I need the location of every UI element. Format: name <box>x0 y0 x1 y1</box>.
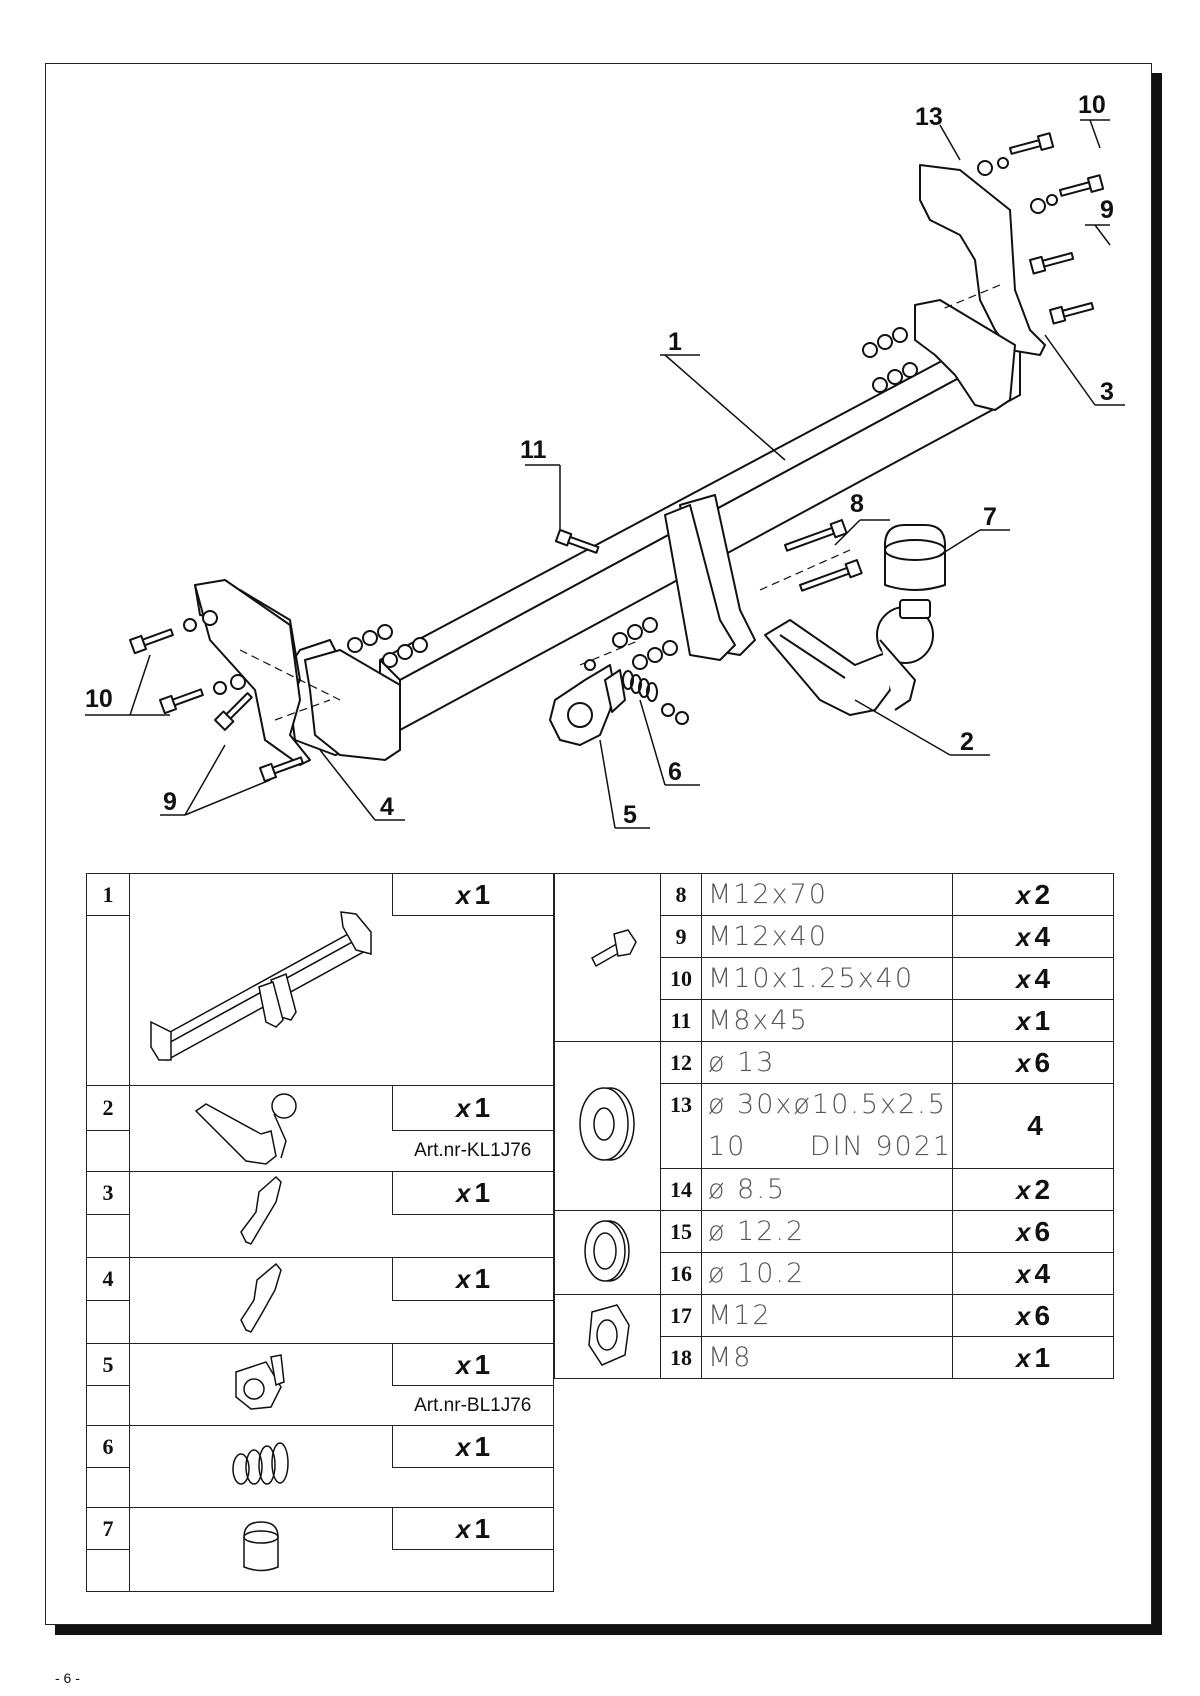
callout-10-right: 10 <box>1078 91 1106 119</box>
part-number: 5 <box>86 1343 130 1386</box>
callout-11: 11 <box>520 436 547 464</box>
socket-plate-icon <box>129 1343 393 1426</box>
leader-lines <box>85 119 1125 829</box>
assembly-lines <box>239 284 1001 721</box>
fastener-spec: ø 12.2 <box>700 1210 954 1253</box>
callout-9-left: 9 <box>163 788 177 816</box>
fastener-number: 14 <box>659 1168 702 1211</box>
bolt-icon <box>554 873 661 1042</box>
bracket-right-icon <box>129 1171 393 1258</box>
fastener-spec: M8 <box>700 1336 954 1379</box>
page-number: - 6 - <box>55 1670 80 1686</box>
fastener-spec: M10x1.25x40 <box>700 957 954 1000</box>
fastener-number: 18 <box>659 1336 702 1379</box>
part-number: 1 <box>86 873 130 916</box>
callout-3: 3 <box>1100 378 1114 406</box>
fastener-spec: ø 10.2 <box>700 1252 954 1295</box>
fastener-spec: ø 8.5 <box>700 1168 954 1211</box>
fastener-number: 12 <box>659 1041 702 1084</box>
crossbar-icon <box>129 873 393 1086</box>
part-number: 2 <box>86 1084 130 1132</box>
fastener-spec: M12 <box>700 1294 954 1337</box>
washer-icon <box>554 1041 661 1211</box>
spring-part <box>622 670 658 702</box>
bracket-right-part <box>914 164 1046 411</box>
callout-labels: 1 2 3 4 5 6 7 8 9 10 11 13 10 9 <box>85 91 1114 829</box>
fastener-number: 9 <box>659 915 702 958</box>
callout-5: 5 <box>623 801 637 829</box>
part-number: 3 <box>86 1171 130 1215</box>
spring-washer-icon <box>554 1210 661 1295</box>
fastener-number: 10 <box>659 957 702 1000</box>
tow-ball-part <box>764 599 934 716</box>
fastener-number: 16 <box>659 1252 702 1295</box>
fasteners-part <box>129 132 1105 783</box>
fastener-number: 11 <box>659 999 702 1042</box>
spring-icon <box>129 1425 393 1508</box>
callout-4: 4 <box>380 793 394 821</box>
callout-13: 13 <box>915 103 943 131</box>
callout-7: 7 <box>983 503 997 531</box>
article-number: Art.nr-KL1J76 <box>392 1130 554 1172</box>
socket-plate-part <box>549 664 626 746</box>
fastener-number: 8 <box>659 873 702 916</box>
fastener-spec: ø 13 <box>700 1041 954 1084</box>
bracket-left-icon <box>129 1257 393 1344</box>
fastener-number: 13 <box>659 1083 702 1169</box>
ball-cap-part <box>884 524 946 591</box>
part-number: 6 <box>86 1425 130 1468</box>
callout-2: 2 <box>960 728 974 756</box>
fastener-qty: 4 <box>952 1083 1114 1169</box>
center-bracket-part <box>664 494 756 661</box>
bracket-left-part <box>194 579 401 766</box>
callout-6: 6 <box>668 758 682 786</box>
article-number: Art.nr-BL1J76 <box>392 1385 554 1426</box>
exploded-assembly-diagram: 1 2 3 4 5 6 7 8 9 10 11 13 10 9 <box>85 91 1125 829</box>
fastener-spec: M12x70 <box>700 873 954 916</box>
callout-9-right: 9 <box>1100 196 1114 224</box>
part-number: 7 <box>86 1507 130 1550</box>
callout-10-left: 10 <box>85 685 113 713</box>
fastener-number: 17 <box>659 1294 702 1337</box>
fastener-spec: M12x40 <box>700 915 954 958</box>
fastener-spec: M8x45 <box>700 999 954 1042</box>
part-number: 4 <box>86 1257 130 1301</box>
ball-cap-icon <box>129 1507 393 1592</box>
tow-ball-icon <box>129 1085 393 1172</box>
fastener-number: 15 <box>659 1210 702 1253</box>
callout-8: 8 <box>850 490 864 518</box>
nut-icon <box>554 1294 661 1379</box>
callout-1: 1 <box>668 328 682 356</box>
